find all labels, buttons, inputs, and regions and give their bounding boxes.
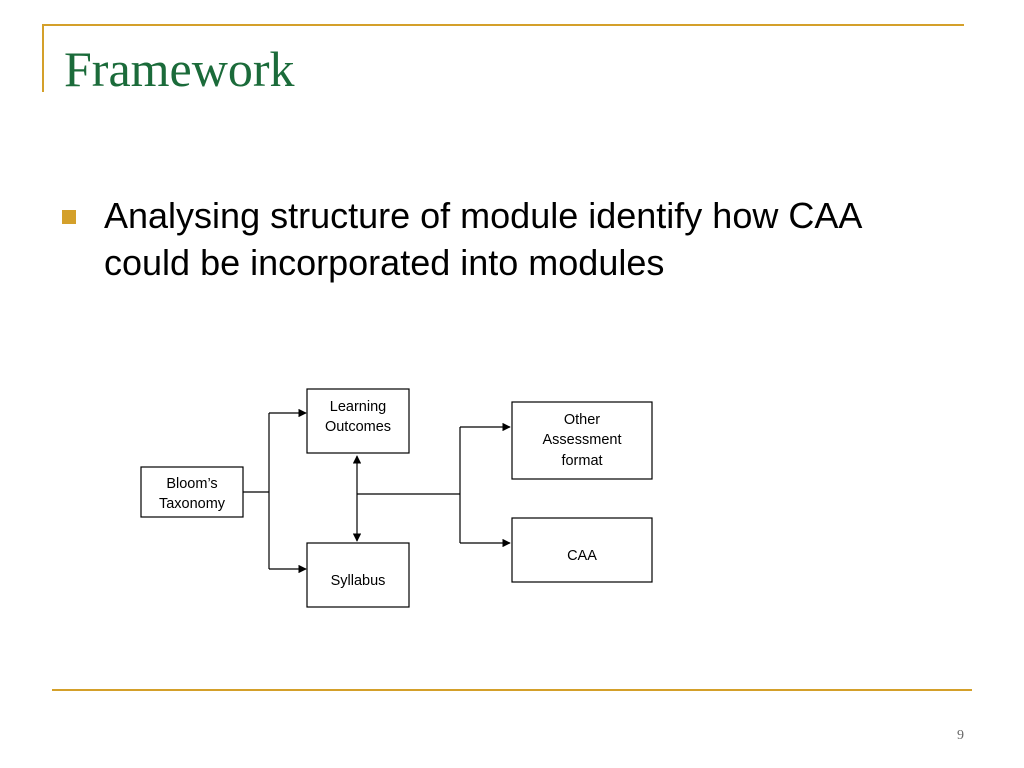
node-label-line: Assessment xyxy=(543,432,622,448)
page-number: 9 xyxy=(957,728,964,743)
bullet-text: Analysing structure of module identify h… xyxy=(104,195,861,283)
connectors xyxy=(243,408,511,574)
node-box xyxy=(306,542,410,608)
node-label-line: Outcomes xyxy=(325,419,391,435)
node-box xyxy=(511,401,653,480)
node-box xyxy=(140,466,244,518)
node-label-line: CAA xyxy=(567,548,597,564)
node-label-line: Learning xyxy=(330,399,386,415)
node-label-line: Syllabus xyxy=(331,573,386,589)
node-learning-outcomes: Learning Outcomes xyxy=(306,388,410,454)
title-left-rule xyxy=(42,24,44,92)
node-label-line: Bloom’s xyxy=(166,476,217,492)
node-syllabus: Syllabus xyxy=(306,542,410,608)
node-label-line: format xyxy=(561,453,602,469)
node-label-line: Taxonomy xyxy=(159,496,226,512)
node-other-assessment-format: Other Assessment format xyxy=(511,401,653,480)
square-bullet-icon xyxy=(62,210,76,224)
node-blooms-taxonomy: Bloom’s Taxonomy xyxy=(140,466,244,518)
slide-title: Framework xyxy=(64,41,295,97)
node-label-line: Other xyxy=(564,412,600,428)
title-top-rule xyxy=(42,24,964,26)
footer-rule xyxy=(52,689,972,691)
node-box xyxy=(511,517,653,583)
node-box xyxy=(306,388,410,454)
node-caa: CAA xyxy=(511,517,653,583)
